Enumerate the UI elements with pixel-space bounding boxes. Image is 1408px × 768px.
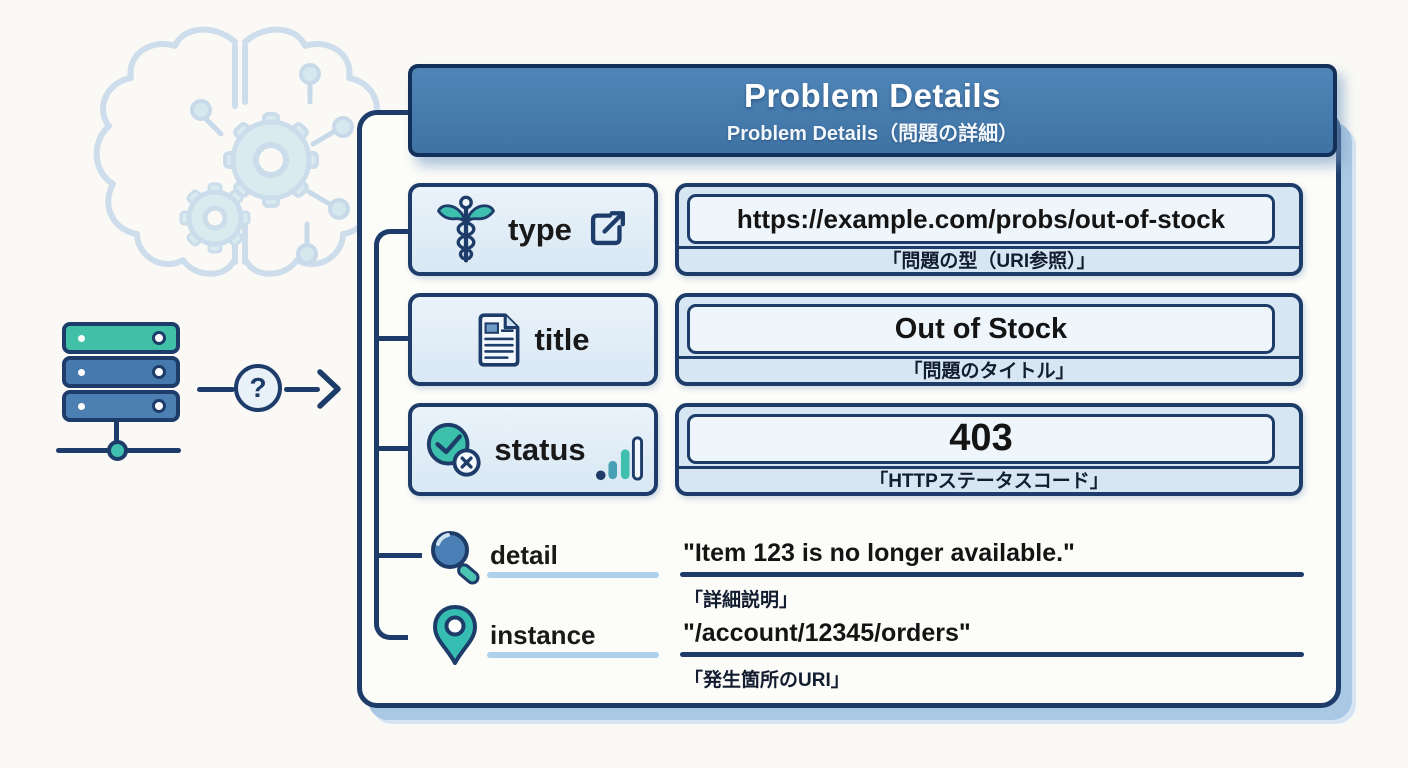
question-mark: ? [249,372,267,403]
server-network-stem [114,420,119,446]
divider [678,356,1300,359]
field-value-box-title: Out of Stock 「問題のタイトル」 [675,293,1303,386]
server-port-circle [152,365,166,379]
field-caption-title: 「問題のタイトル」 [903,361,1075,382]
external-link-icon[interactable] [584,207,630,253]
gear-icon [223,112,319,208]
field-value-title: Out of Stock [687,304,1275,354]
field-caption-status: 「HTTPステータスコード」 [869,471,1109,492]
field-label-detail: detail [490,540,558,570]
divider [678,246,1300,249]
field-value-detail: "Item 123 is no longer available." [683,539,1075,567]
page-title: Problem Details [744,77,1001,114]
value-underline [680,572,1304,577]
document-icon [478,312,520,367]
check-circle-x-icon [427,422,481,477]
arrow-line [284,387,320,392]
caduceus-icon [437,195,496,262]
field-label-status: status [494,431,586,467]
header-banner: Problem Details Problem Details（問題の詳細） [408,64,1337,157]
field-label-type: type [508,211,572,247]
connector-stub-title [376,336,408,341]
field-caption-type: 「問題の型（URI参照）」 [882,251,1096,272]
field-value-type[interactable]: https://example.com/probs/out-of-stock [687,194,1275,244]
field-caption-instance: 「発生箇所のURI」 [684,670,850,691]
magnifier-icon [431,531,480,585]
value-underline [680,652,1304,657]
server-network-node [107,440,128,461]
question-circle-icon: ? [234,364,282,412]
server-port-circle [152,331,166,345]
server-led-dot [78,369,85,376]
page-subtitle: Problem Details（問題の詳細） [726,123,1019,145]
server-port-circle [152,399,166,413]
connector-stub-status [376,446,408,451]
field-label-box-type: type [408,183,658,276]
map-pin-icon [433,605,477,665]
label-underline [487,572,659,578]
field-value-box-status: 403 「HTTPステータスコード」 [675,403,1303,496]
connector-stub-detail [376,553,422,558]
field-label-title: title [534,321,590,357]
label-underline [487,652,659,658]
tree-connector-trunk [374,229,408,640]
server-led-dot [78,403,85,410]
field-label-box-status: status [408,403,658,496]
field-label-instance: instance [490,620,596,650]
server-row [62,322,180,354]
server-led-dot [78,335,85,342]
arrow-head-icon [317,369,341,409]
server-row [62,390,180,422]
field-value-instance: "/account/12345/orders" [683,619,971,647]
field-value-status: 403 [687,414,1275,464]
arrow-line [197,387,235,392]
signal-bars-icon [595,435,643,481]
field-label-box-title: title [408,293,658,386]
field-caption-detail: 「詳細説明」 [684,590,799,611]
gear-icon [179,182,251,254]
divider [678,466,1300,469]
field-value-box-type: https://example.com/probs/out-of-stock 「… [675,183,1303,276]
brain-gears-watermark [93,26,387,277]
server-row [62,356,180,388]
